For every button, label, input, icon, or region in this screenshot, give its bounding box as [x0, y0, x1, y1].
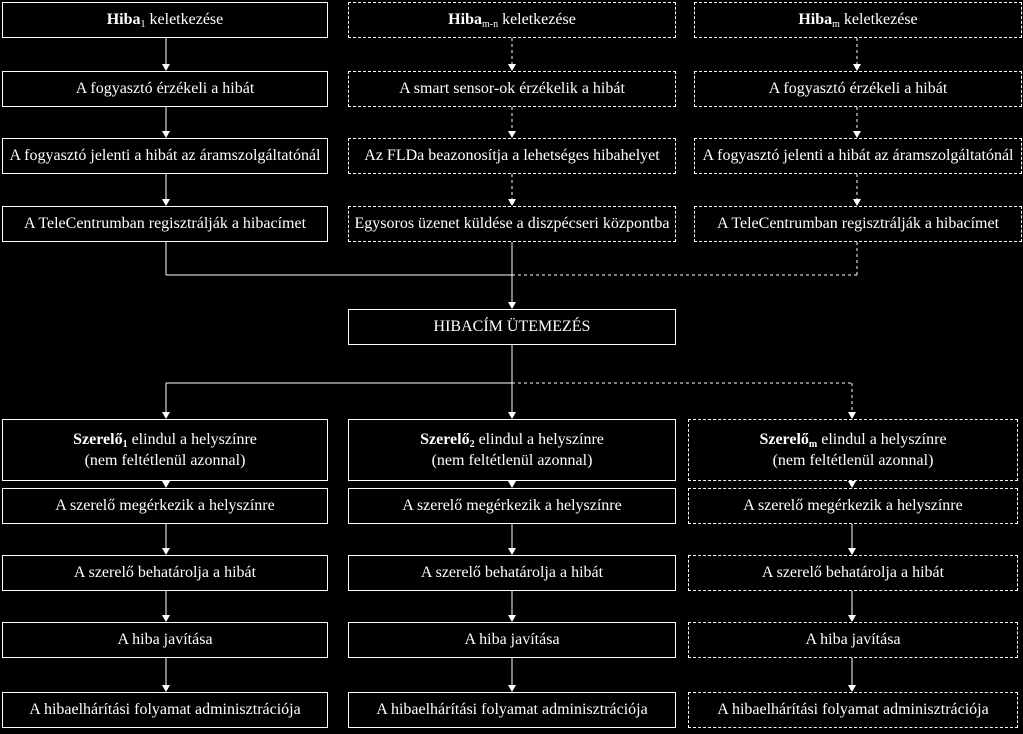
crew-box-2: Szerelő2 elindul a helyszínre (nem felté… — [348, 419, 676, 481]
arrowhead-7 — [162, 131, 170, 138]
arrowhead-30 — [508, 412, 516, 419]
step-box-2-3: Egysoros üzenet küldése a diszpécseri kö… — [348, 206, 676, 242]
repair-box-3-2: A szerelő behatárolja a hibát — [688, 555, 1018, 591]
arrowhead-1 — [162, 64, 170, 71]
arrowhead-34 — [162, 481, 170, 488]
arrowhead-52 — [162, 685, 170, 692]
arrowhead-11 — [853, 131, 861, 138]
arrowhead-5 — [853, 64, 861, 71]
repair-box-1-2: A szerelő behatárolja a hibát — [2, 555, 328, 591]
arrowhead-50 — [848, 615, 856, 622]
repair-box-2-1: A szerelő megérkezik a helyszínre — [348, 488, 676, 524]
arrowhead-23 — [508, 302, 516, 309]
arrowhead-56 — [848, 685, 856, 692]
repair-box-3-1: A szerelő megérkezik a helyszínre — [688, 488, 1018, 524]
step-box-1-3: A TeleCentrumban regisztrálják a hibacím… — [2, 206, 328, 242]
arrowhead-40 — [162, 548, 170, 555]
origin-box-3: Hibam keletkezése — [694, 2, 1022, 38]
step-box-3-3: A TeleCentrumban regisztrálják a hibacím… — [694, 206, 1022, 242]
arrowhead-38 — [848, 481, 856, 488]
arrowhead-17 — [853, 199, 861, 206]
arrowhead-54 — [508, 685, 516, 692]
arrowhead-48 — [508, 615, 516, 622]
origin-box-2: Hibam-n keletkezése — [348, 2, 676, 38]
arrowhead-13 — [162, 199, 170, 206]
repair-box-2-4: A hibaelhárítási folyamat adminisztráció… — [348, 692, 676, 728]
step-box-1-2: A fogyasztó jelenti a hibát az áramszolg… — [2, 138, 328, 174]
step-box-3-1: A fogyasztó érzékeli a hibát — [694, 71, 1022, 107]
origin-box-1: Hiba1 keletkezése — [2, 2, 328, 38]
arrowhead-46 — [162, 615, 170, 622]
repair-box-1-4: A hibaelhárítási folyamat adminisztráció… — [2, 692, 328, 728]
arrowhead-36 — [508, 481, 516, 488]
step-box-2-2: Az FLDa beazonosítja a lehetséges hibahe… — [348, 138, 676, 174]
step-box-2-1: A smart sensor-ok érzékelik a hibát — [348, 71, 676, 107]
repair-box-1-3: A hiba javítása — [2, 622, 328, 658]
arrowhead-32 — [848, 412, 856, 419]
crew-box-3: Szerelőm elindul a helyszínre (nem felté… — [688, 419, 1018, 481]
repair-box-1-1: A szerelő megérkezik a helyszínre — [2, 488, 328, 524]
repair-box-2-2: A szerelő behatárolja a hibát — [348, 555, 676, 591]
step-box-1-1: A fogyasztó érzékeli a hibát — [2, 71, 328, 107]
arrowhead-9 — [508, 131, 516, 138]
repair-box-3-4: A hibaelhárítási folyamat adminisztráció… — [688, 692, 1018, 728]
arrowhead-42 — [508, 548, 516, 555]
arrowhead-15 — [508, 199, 516, 206]
crew-box-1: Szerelő1 elindul a helyszínre (nem felté… — [2, 419, 328, 481]
step-box-3-2: A fogyasztó jelenti a hibát az áramszolg… — [694, 138, 1022, 174]
scheduling-box: HIBACÍM ÜTEMEZÉS — [348, 309, 676, 345]
repair-box-3-3: A hiba javítása — [688, 622, 1018, 658]
arrowhead-44 — [848, 548, 856, 555]
arrowhead-28 — [162, 412, 170, 419]
arrowhead-3 — [508, 64, 516, 71]
repair-box-2-3: A hiba javítása — [348, 622, 676, 658]
